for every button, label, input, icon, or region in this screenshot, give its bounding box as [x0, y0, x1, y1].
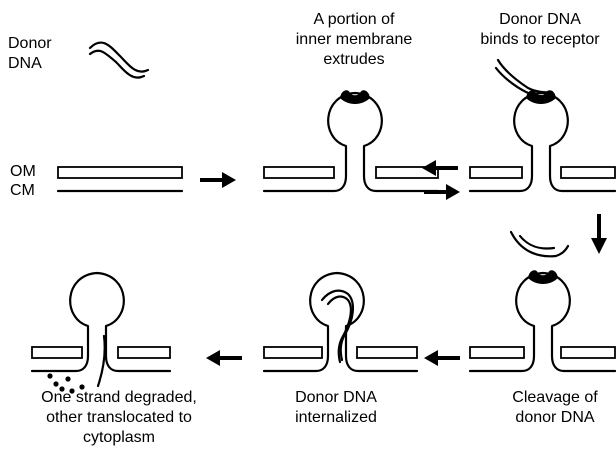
label-binds-2: binds to receptor — [480, 31, 600, 48]
label-extrudes-2: inner membrane — [296, 31, 413, 48]
degraded-nucleotide — [65, 376, 70, 381]
label-internalized-1: Donor DNA — [295, 389, 377, 406]
degraded-nucleotide — [79, 384, 84, 389]
label-internalized-2: internalized — [295, 409, 377, 426]
label-binds-1: Donor DNA — [499, 11, 581, 28]
degraded-nucleotide — [59, 386, 64, 391]
bound-dna-strand-1 — [498, 60, 552, 92]
panel-3-binding — [470, 60, 615, 191]
label-extrudes-3: extrudes — [323, 51, 384, 68]
panel-1-membranes — [58, 167, 182, 191]
arrow-left-icon — [424, 350, 460, 366]
outer-membrane — [58, 167, 182, 178]
arrow-left-icon — [206, 350, 242, 366]
label-extrudes-1: A portion of — [314, 11, 396, 28]
translocated-strand — [98, 336, 105, 386]
panel-4-cleavage — [470, 232, 615, 371]
label-cleavage-1: Cleavage of — [512, 389, 598, 406]
panel-1-donor-dna — [90, 43, 148, 78]
label-cm: CM — [10, 182, 35, 199]
label-degraded-3: cytoplasm — [83, 429, 155, 446]
label-donor-dna-2: DNA — [8, 55, 42, 72]
internal-dna-strand-2 — [328, 297, 351, 362]
label-degraded-1: One strand degraded, — [41, 389, 197, 406]
label-donor-dna-1: Donor — [8, 35, 52, 52]
panel-6-degraded — [32, 273, 170, 394]
degraded-nucleotide — [53, 381, 58, 386]
label-cleavage-2: donor DNA — [515, 409, 594, 426]
cleaved-dna-strand-2 — [520, 236, 554, 249]
panel-5-internalized — [264, 273, 417, 371]
arrow-right-icon — [424, 184, 460, 200]
label-degraded-2: other translocated to — [46, 409, 192, 426]
panel-2-extrusion — [264, 90, 438, 191]
degraded-nucleotide — [69, 388, 74, 393]
degraded-nucleotide — [47, 373, 52, 378]
arrow-right-icon — [200, 172, 236, 188]
label-om: OM — [10, 163, 36, 180]
arrow-down-icon — [591, 214, 607, 254]
